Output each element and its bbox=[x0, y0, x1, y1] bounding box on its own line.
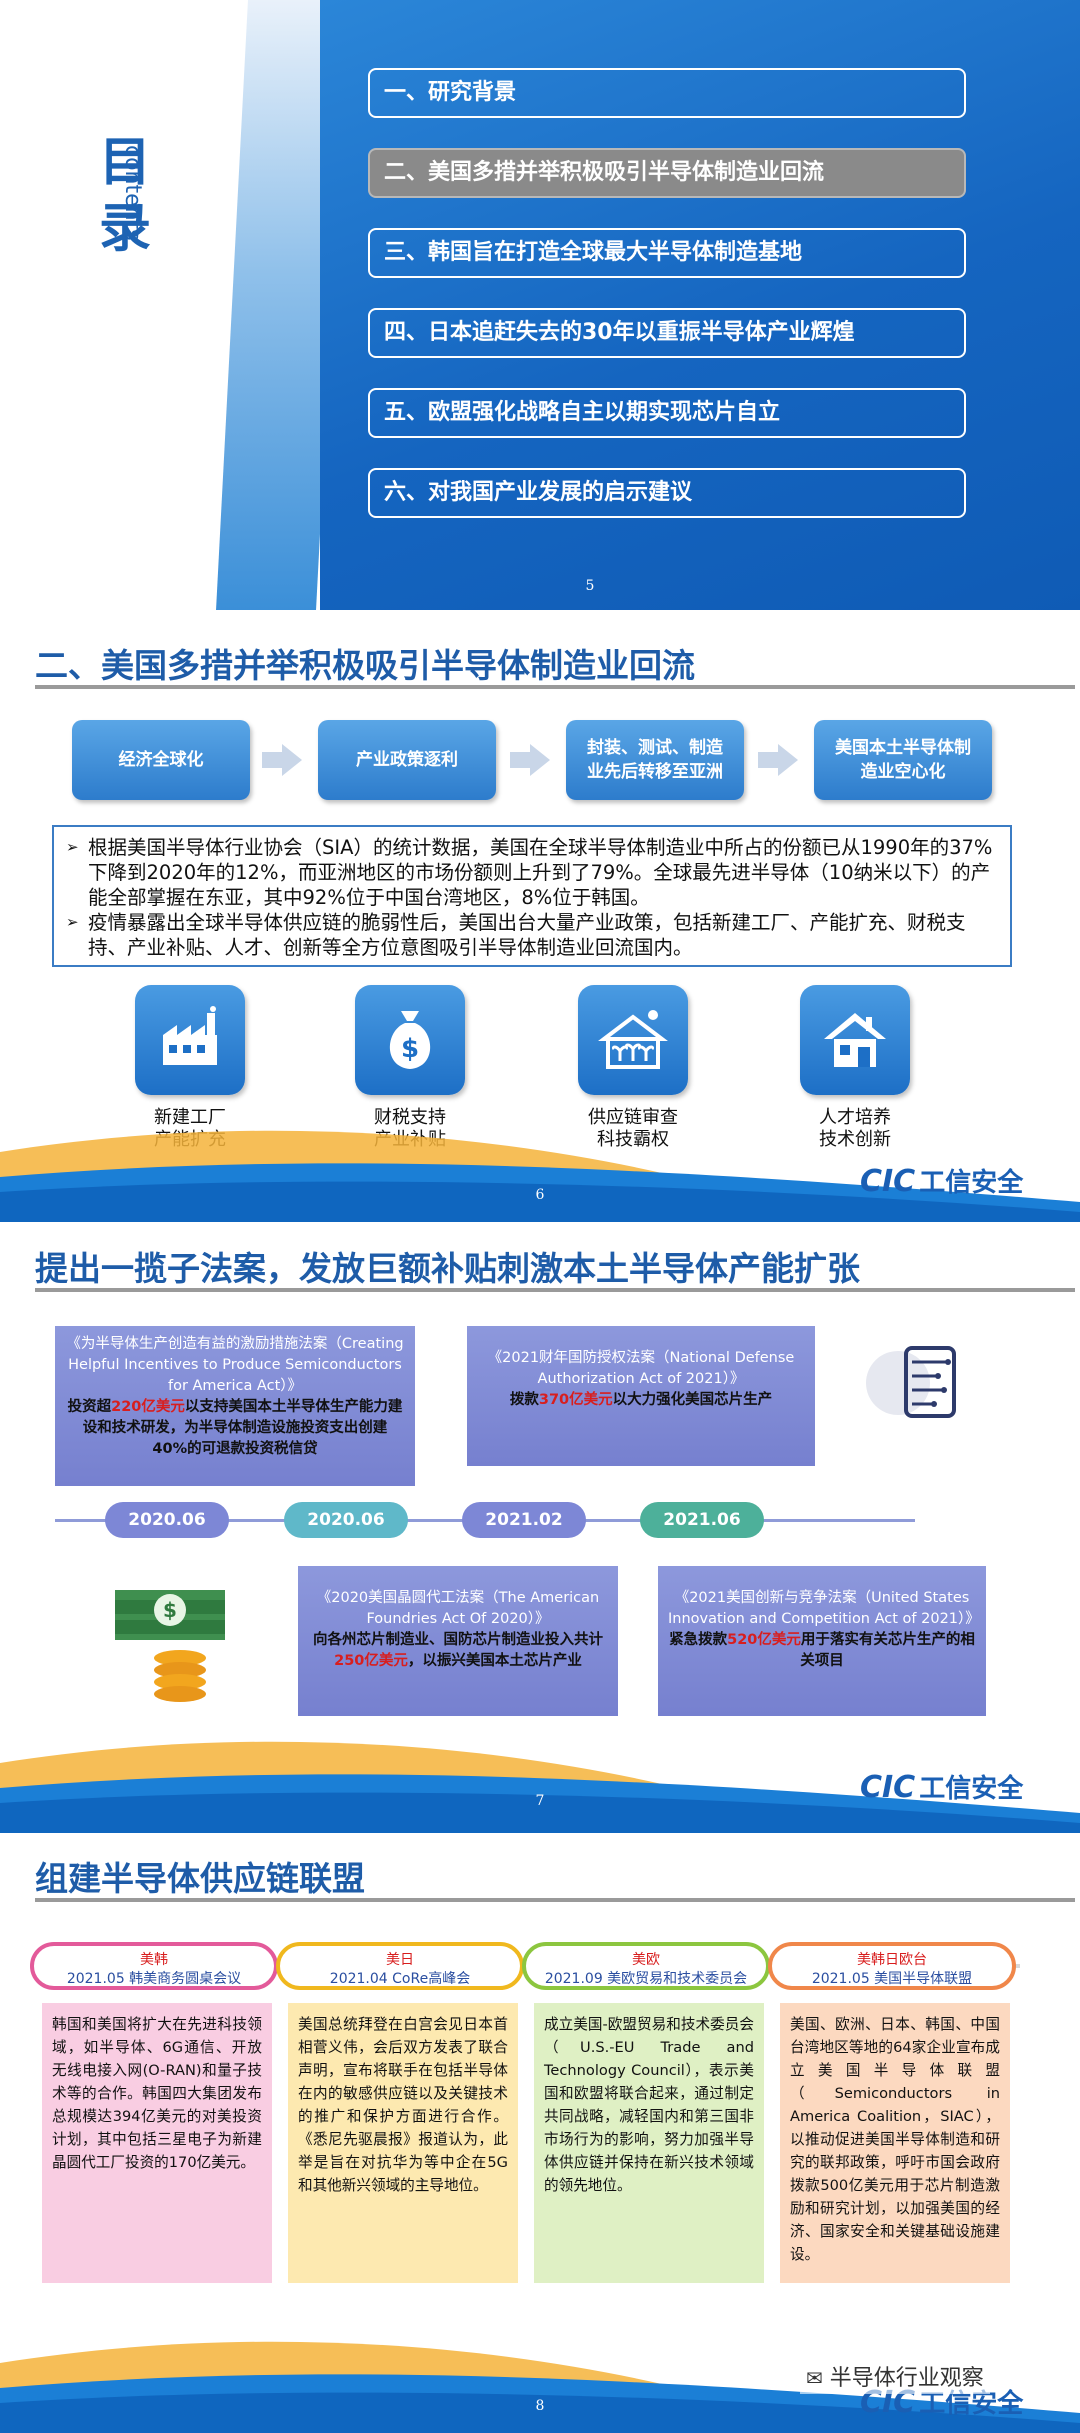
bullet-2: 疫情暴露出全球半导体供应链的脆弱性后，美国出台大量产业政策，包括新建工厂、产能扩… bbox=[66, 910, 996, 960]
toc-item-6[interactable]: 六、对我国产业发展的启示建议 bbox=[368, 468, 966, 518]
title-divider bbox=[35, 1898, 1075, 1902]
toc-item-5[interactable]: 五、欧盟强化战略自主以期实现芯片自立 bbox=[368, 388, 966, 438]
slide-title: 二、美国多措并举积极吸引半导体制造业回流 bbox=[35, 646, 695, 685]
slide-title: 组建半导体供应链联盟 bbox=[35, 1859, 365, 1898]
alliance-text-4: 美国、欧洲、日本、韩国、中国台湾地区等地的64家企业宣布成立美国半导体联盟（Se… bbox=[780, 2003, 1010, 2283]
arrow-right-icon bbox=[262, 744, 302, 776]
slide-alliances: 组建半导体供应链联盟 美韩 2021.05 韩美商务圆桌会议 美日 2021.0… bbox=[0, 1838, 1080, 2433]
act-card-usica: 《2021美国创新与竞争法案（United States Innovation … bbox=[658, 1566, 986, 1716]
toc-subtitle: contents bbox=[120, 145, 145, 241]
bullet-1: 根据美国半导体行业协会（SIA）的统计数据，美国在全球半导体制造业中所占的份额已… bbox=[66, 835, 996, 910]
alliance-oval-1: 美韩 2021.05 韩美商务圆桌会议 bbox=[30, 1942, 278, 1990]
flow-step-3: 封装、测试、制造业先后转移至亚洲 bbox=[566, 720, 744, 800]
toc-item-4[interactable]: 四、日本追赶失去的30年以重振半导体产业辉煌 bbox=[368, 308, 966, 358]
toc-item-2[interactable]: 二、美国多措并举积极吸引半导体制造业回流 bbox=[368, 148, 966, 198]
act-card-chips: 《为半导体生产创造有益的激励措施法案（Creating Helpful Ince… bbox=[55, 1326, 415, 1486]
toc-item-1[interactable]: 一、研究背景 bbox=[368, 68, 966, 118]
flow-step-2: 产业政策逐利 bbox=[318, 720, 496, 800]
alliance-oval-3: 美欧 2021.09 美欧贸易和技术委员会 bbox=[522, 1942, 770, 1990]
flow-step-4: 美国本土半导体制造业空心化 bbox=[814, 720, 992, 800]
act-card-foundries: 《2020美国晶圆代工法案（The American Foundries Act… bbox=[298, 1566, 618, 1716]
title-divider bbox=[35, 685, 1075, 689]
house-icon bbox=[800, 985, 910, 1095]
icon-label-4: 人才培养技术创新 bbox=[819, 1107, 891, 1150]
date-pill-1: 2020.06 bbox=[105, 1502, 229, 1538]
page-number: 7 bbox=[535, 1793, 545, 1809]
arrow-right-icon bbox=[510, 744, 550, 776]
flow-step-1: 经济全球化 bbox=[72, 720, 250, 800]
footer-wave bbox=[0, 2341, 1080, 2433]
footer-wave bbox=[0, 1741, 1080, 1833]
icon-label-3: 供应链审查科技霸权 bbox=[588, 1107, 678, 1150]
slide-us-policy: 二、美国多措并举积极吸引半导体制造业回流 经济全球化 产业政策逐利 封装、测试、… bbox=[0, 617, 1080, 1222]
svg-text:$: $ bbox=[163, 1598, 177, 1622]
slide-toc: 目录 contents 一、研究背景 二、美国多措并举积极吸引半导体制造业回流 … bbox=[0, 0, 1080, 610]
page-number: 8 bbox=[535, 2398, 545, 2414]
wechat-icon: ✉ bbox=[806, 2366, 823, 2390]
slide-title: 提出一揽子法案，发放巨额补贴刺激本土半导体产能扩张 bbox=[35, 1249, 860, 1288]
circuit-chip-icon bbox=[858, 1328, 968, 1438]
alliance-text-3: 成立美国-欧盟贸易和技术委员会（U.S.-EU Trade and Techno… bbox=[534, 2003, 764, 2283]
footer-wave bbox=[0, 1130, 1080, 1222]
date-pill-2: 2020.06 bbox=[284, 1502, 408, 1538]
title-divider bbox=[35, 1288, 1075, 1292]
toc-title: 目录 bbox=[98, 133, 151, 259]
money-bag-icon: $ bbox=[355, 985, 465, 1095]
alliance-text-2: 美国总统拜登在白宫会见日本首相菅义伟，会后双方发表了联合声明，宣布将联手在包括半… bbox=[288, 2003, 518, 2283]
toc-item-3[interactable]: 三、韩国旨在打造全球最大半导体制造基地 bbox=[368, 228, 966, 278]
factory-icon bbox=[135, 985, 245, 1095]
date-pill-3: 2021.02 bbox=[462, 1502, 586, 1538]
svg-text:$: $ bbox=[401, 1034, 419, 1064]
slide-us-acts: 提出一揽子法案，发放巨额补贴刺激本土半导体产能扩张 《为半导体生产创造有益的激励… bbox=[0, 1228, 1080, 1833]
arrow-right-icon bbox=[758, 744, 798, 776]
alliance-text-1: 韩国和美国将扩大在先进科技领域，如半导体、6G通信、开放无线电接入网(O-RAN… bbox=[42, 2003, 272, 2283]
summary-textbox: 根据美国半导体行业协会（SIA）的统计数据，美国在全球半导体制造业中所占的份额已… bbox=[52, 825, 1012, 967]
page-number: 5 bbox=[585, 578, 595, 594]
toc-panel bbox=[320, 0, 1080, 610]
alliance-oval-2: 美日 2021.04 CoRe高峰会 bbox=[276, 1942, 524, 1990]
greenhouse-icon bbox=[578, 985, 688, 1095]
watermark: ✉ 半导体行业观察 bbox=[800, 2358, 990, 2394]
date-pill-4: 2021.06 bbox=[640, 1502, 764, 1538]
page-number: 6 bbox=[535, 1187, 545, 1203]
alliance-oval-4: 美韩日欧台 2021.05 美国半导体联盟 bbox=[768, 1942, 1016, 1990]
cash-stack-icon: $ bbox=[105, 1580, 255, 1705]
act-card-ndaa: 《2021财年国防授权法案（National Defense Authoriza… bbox=[467, 1326, 815, 1466]
